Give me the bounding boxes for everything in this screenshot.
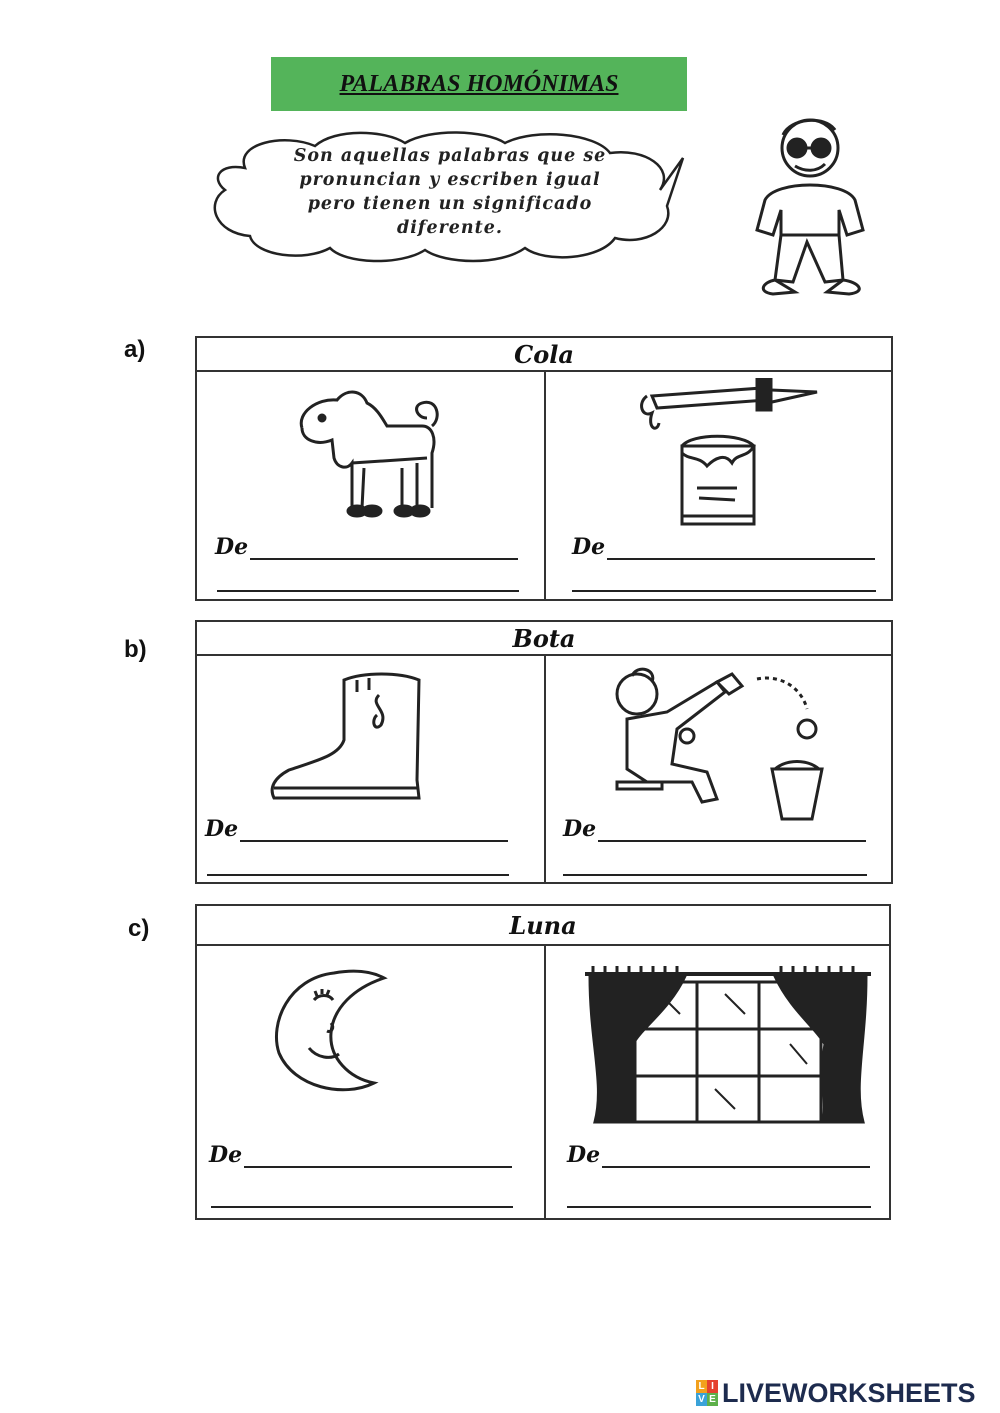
section-label-a: a): [124, 336, 146, 363]
answer-line-left-2[interactable]: [211, 1206, 513, 1208]
answer-blank[interactable]: [244, 1146, 513, 1168]
answer-blank[interactable]: [598, 820, 867, 842]
person-throwing-trash-illustration: [615, 667, 824, 821]
answer-line-right-1: De: [563, 816, 867, 842]
liveworksheets-logo-icon: L I V E: [696, 1380, 718, 1406]
card-cola: Cola De De: [195, 336, 893, 601]
section-label-c: c): [128, 915, 150, 942]
glue-illustration: [640, 378, 818, 526]
card-luna: Luna De De: [195, 904, 891, 1220]
section-label-b: b): [124, 636, 147, 663]
card-word-cola: Cola: [197, 338, 891, 372]
card-word-luna: Luna: [197, 906, 889, 946]
answer-blank[interactable]: [607, 538, 876, 560]
answer-blank[interactable]: [602, 1146, 871, 1168]
answer-line-right-2[interactable]: [563, 874, 867, 876]
man-with-glasses-illustration: [755, 118, 865, 296]
horse-illustration: [299, 390, 439, 518]
title-banner: PALABRAS HOMÓNIMAS: [271, 57, 687, 111]
definition-text: Son aquellas palabras que se pronuncian …: [293, 146, 607, 238]
answer-line-left-2[interactable]: [207, 874, 509, 876]
card-bota: Bota De De: [195, 620, 893, 884]
page-title: PALABRAS HOMÓNIMAS: [339, 70, 619, 97]
answer-line-right-2[interactable]: [572, 590, 876, 592]
answer-line-left-1: De: [209, 1142, 513, 1168]
boot-illustration: [270, 672, 421, 800]
answer-line-right-1: De: [567, 1142, 871, 1168]
answer-line-left-2[interactable]: [217, 590, 519, 592]
window-with-curtains-illustration: [585, 966, 871, 1124]
answer-line-right-1: De: [572, 534, 876, 560]
answer-line-right-2[interactable]: [567, 1206, 871, 1208]
answer-line-left-1: De: [205, 816, 509, 842]
card-word-bota: Bota: [197, 622, 891, 656]
card-divider: [544, 944, 546, 1218]
answer-line-left-1: De: [215, 534, 519, 560]
card-divider: [544, 370, 546, 599]
answer-blank[interactable]: [240, 820, 509, 842]
speech-cloud: [213, 131, 685, 263]
footer-brand: L I V E LIVEWORKSHEETS: [696, 1378, 976, 1408]
moon-illustration: [274, 969, 388, 1092]
answer-blank[interactable]: [250, 538, 519, 560]
card-divider: [544, 654, 546, 882]
footer-brand-text: LIVEWORKSHEETS: [722, 1377, 976, 1408]
